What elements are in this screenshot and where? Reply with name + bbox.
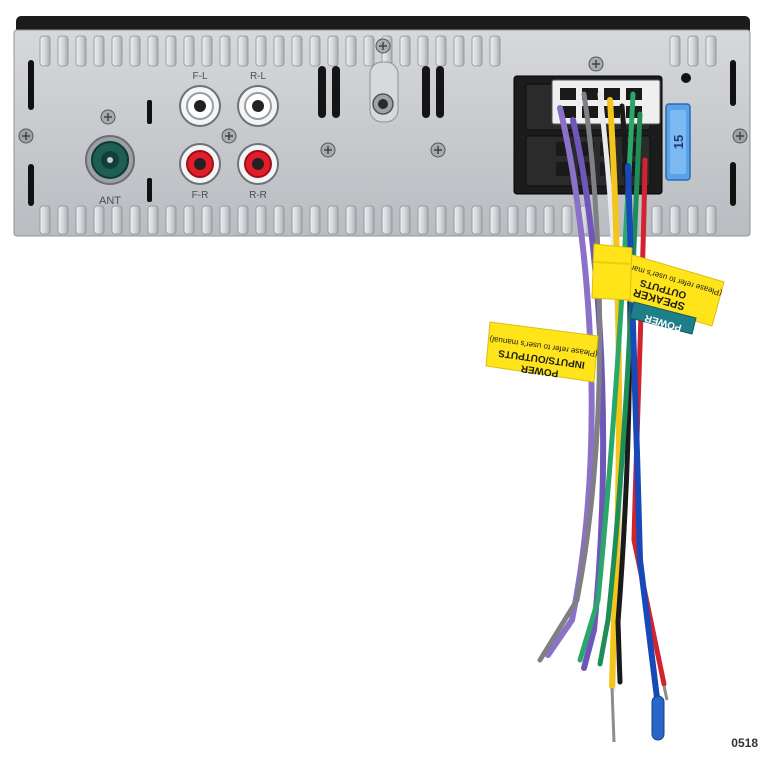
wire-green-1 [577,91,636,663]
side-screws [18,128,748,144]
wire-red [631,157,667,687]
tag-power-inputs-outputs: POWER INPUTS/OUTPUTS (Please refer to us… [485,321,599,383]
wire-blue [625,163,661,709]
tag-power-io-line1: POWER [519,362,559,378]
image-code: 0518 [731,736,758,750]
rca-jacks [179,85,279,185]
heat-sink-fins [39,35,717,235]
rca-label-front-right: F-R [192,190,209,201]
blue-wire-cap [651,695,665,741]
rca-jack-rear-right [237,143,279,185]
wire-tips [610,685,669,743]
rca-label-front-left: F-L [193,71,208,82]
center-vents [318,66,444,118]
antenna-label: ANT [99,195,121,207]
rca-label-rear-left: R-L [250,71,267,82]
wire-green-2 [597,111,643,667]
rca-label-rear-right: R-R [249,190,267,201]
side-slots [28,60,736,206]
fuse [665,103,691,181]
antenna-jack [85,109,135,185]
rca-jack-front-left [179,85,221,127]
center-screws [320,38,446,158]
tag-power-small: POWER [629,301,697,335]
wire-gray [537,91,603,663]
rca-jack-rear-left [237,85,279,127]
rca-jack-front-right [179,143,221,185]
bundle-wrap [591,243,633,301]
fuse-rating: 15 [671,135,686,149]
